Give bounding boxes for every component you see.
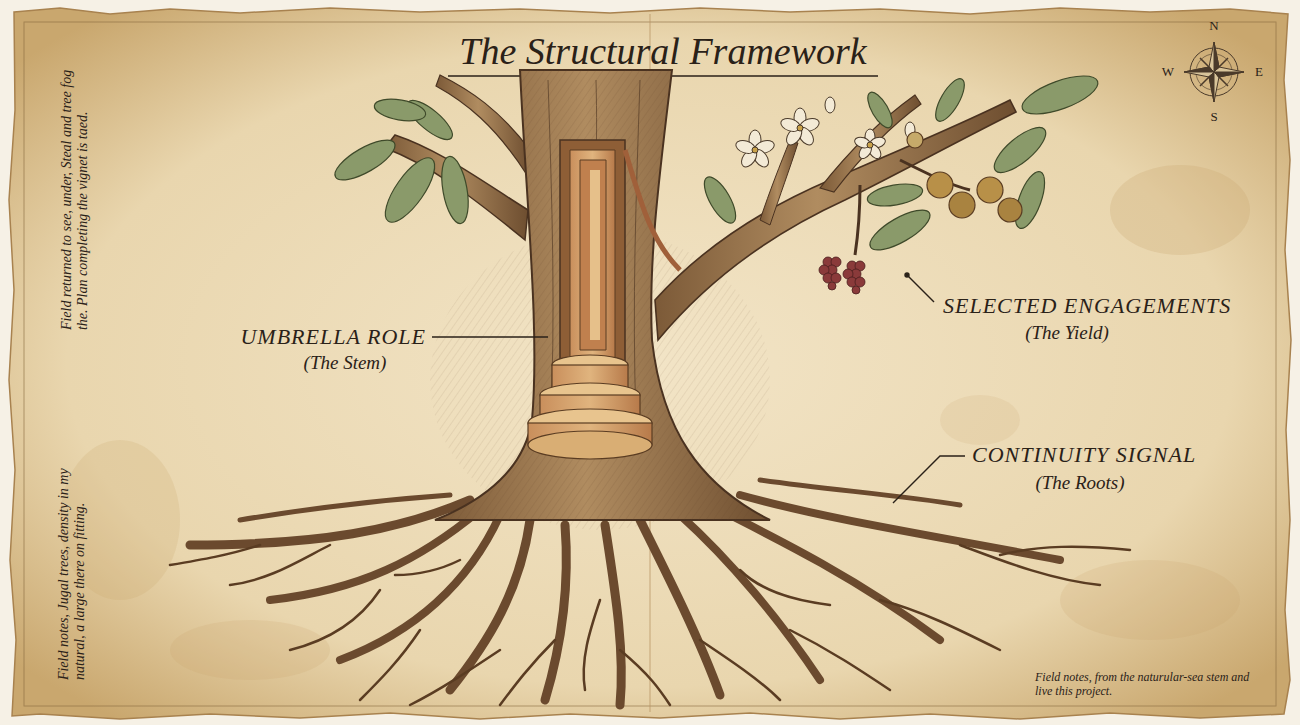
margin-note: Field notes, Jugal trees, density in my …: [56, 430, 88, 680]
part-name: SELECTED ENGAGEMENTS: [943, 293, 1231, 318]
compass-letter: W: [1162, 65, 1174, 80]
part-subtitle: (The Yield): [1025, 322, 1109, 344]
part-name: UMBRELLA ROLE: [240, 324, 426, 349]
compass-letter: S: [1210, 110, 1217, 125]
diagram-title: The Structural Framework: [459, 30, 866, 74]
part-subtitle: (The Roots): [1035, 472, 1124, 494]
part-subtitle: (The Stem): [304, 352, 387, 374]
margin-note: Field notes, from the naturular-sea stem…: [1035, 671, 1250, 699]
part-name: CONTINUITY SIGNAL: [972, 442, 1196, 467]
compass-letter: E: [1255, 65, 1263, 80]
compass-letter: N: [1209, 19, 1218, 34]
margin-note: Field returned to see, under, Steal and …: [59, 60, 91, 330]
